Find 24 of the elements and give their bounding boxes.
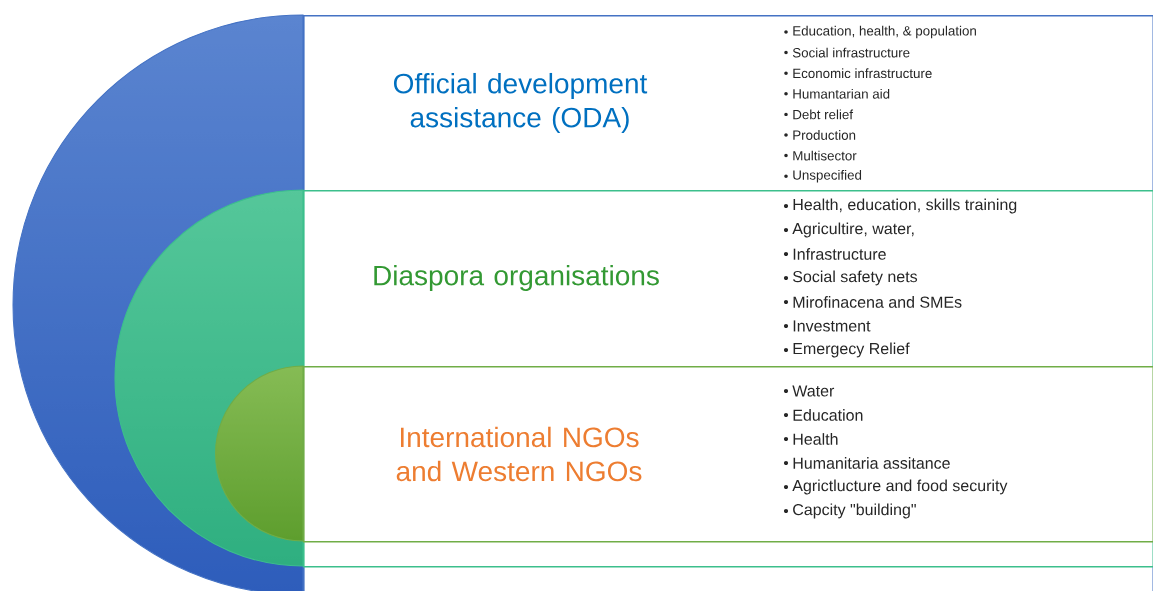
list-item: Capcity "building" <box>793 503 916 519</box>
heading: Official development assistance (ODA) <box>393 72 648 134</box>
list-item: Social infrastructure <box>792 47 910 58</box>
list-item: Production <box>793 130 856 140</box>
list-item: Education <box>793 409 863 421</box>
list-item: Emergecy Relief <box>793 342 910 358</box>
list-item: Unspecified <box>793 169 862 183</box>
heading: International NGOs and Western NGOs <box>396 426 642 482</box>
list-item: Humantarian aid <box>793 88 890 99</box>
list-item: Health <box>793 433 838 445</box>
list-item: Mirofinacena and SMEs <box>793 296 962 308</box>
list-item: Agrictlucture and food security <box>792 479 1008 495</box>
list-item: Infrastructure <box>793 248 886 260</box>
list-item: Investment <box>793 320 871 332</box>
list-item: Agricultire, water, <box>792 222 914 238</box>
list-item: Multisector <box>793 150 857 161</box>
list-item: Debt relief <box>793 109 854 120</box>
list-item: Economic infrastructure <box>793 68 932 79</box>
list-item: Humanitaria assitance <box>793 457 950 469</box>
list-item: Education, health, & population <box>793 25 976 39</box>
heading: Diaspora organisations <box>374 264 659 292</box>
list-item: Social safety nets <box>793 270 918 286</box>
list-item: Water <box>792 385 835 397</box>
list-item: Health, education, skills training <box>793 198 1017 214</box>
